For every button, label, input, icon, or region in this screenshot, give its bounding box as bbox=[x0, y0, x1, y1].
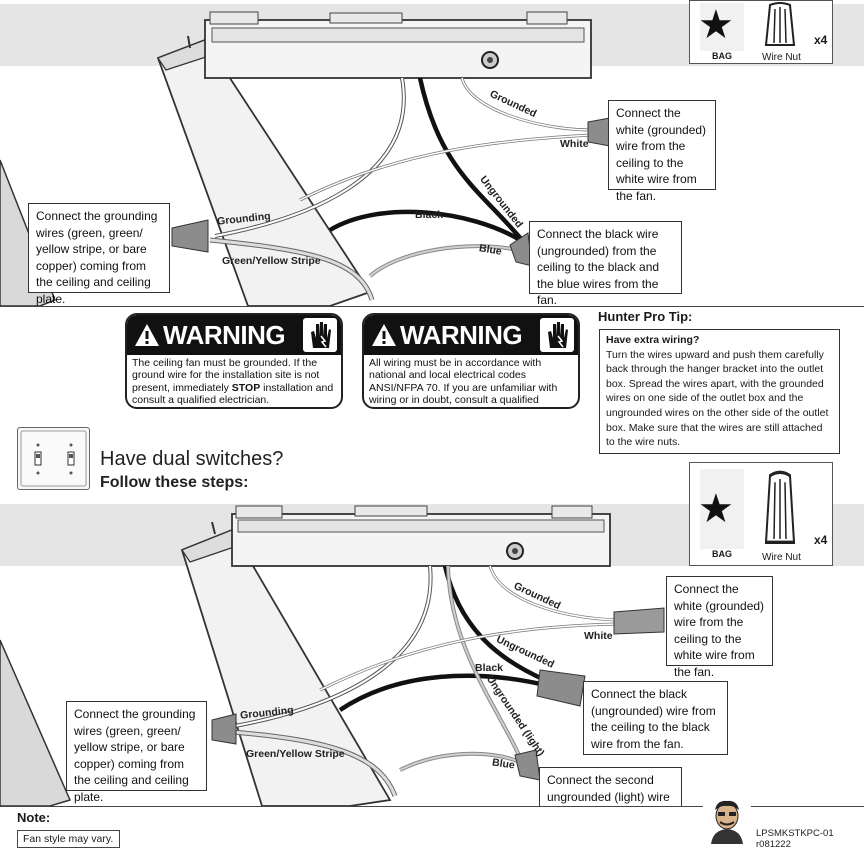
warning-text: All wiring must be in accordance with na… bbox=[369, 357, 558, 407]
warning-triangle-icon bbox=[135, 324, 159, 346]
document-code: LPSMKSTKPC-01 r081222 bbox=[756, 828, 834, 850]
warning-wiring-codes: WARNING All wiring must be in accordance… bbox=[362, 313, 580, 409]
label-white: White bbox=[560, 138, 589, 150]
warning-grounding: WARNING The ceiling fan must be grounded… bbox=[125, 313, 343, 409]
wiring-diagram-single-switch: Grounded White Ungrounded Black Blue Gro… bbox=[0, 0, 864, 307]
callout-black-wire: Connect the black wire (ungrounded) from… bbox=[529, 221, 682, 306]
bag-label: BAG bbox=[712, 51, 732, 61]
label-black: Black bbox=[415, 209, 444, 221]
note-label: Note: bbox=[17, 810, 51, 825]
wiring-diagram-dual-switch: Grounded White Ungrounded Black Unground… bbox=[0, 500, 864, 807]
label-black: Black bbox=[475, 662, 504, 674]
warning-text: The ceiling fan must be grounded. If the… bbox=[132, 357, 334, 406]
note-text: Fan style may vary. bbox=[17, 830, 120, 848]
dual-switch-icon bbox=[17, 427, 90, 490]
label-green-yellow: Green/Yellow Stripe bbox=[246, 748, 345, 760]
hand-shock-icon bbox=[303, 318, 337, 352]
wire-nut-count: x4 bbox=[814, 33, 828, 47]
wire-nut-label: Wire Nut bbox=[762, 552, 801, 563]
hardware-kit: ★ BAG Wire Nut x4 bbox=[689, 0, 833, 64]
bag-graphic bbox=[700, 469, 744, 549]
label-white: White bbox=[584, 630, 613, 642]
warning-triangle-icon bbox=[372, 324, 396, 346]
callout-grounding-wires: Connect the grounding wires (green, gree… bbox=[66, 701, 207, 804]
pro-tip-title: Have extra wiring? bbox=[606, 334, 700, 346]
warning-title: WARNING bbox=[163, 320, 286, 350]
pro-tip-body: Turn the wires upward and push them care… bbox=[606, 348, 829, 449]
callout-white-wire: Connect the white (grounded) wire from t… bbox=[666, 576, 773, 679]
callout-black-wire: Connect the black (ungrounded) wire from… bbox=[583, 681, 728, 755]
callout-light-wire: Connect the second ungrounded (light) wi… bbox=[539, 767, 682, 806]
wiring-illustration bbox=[0, 505, 665, 806]
star-icon: ★ bbox=[698, 3, 734, 47]
dual-switch-subtitle: Follow these steps: bbox=[100, 474, 249, 491]
callout-white-wire: Connect the white (grounded) wire from t… bbox=[608, 100, 716, 203]
pro-tip-heading: Hunter Pro Tip: bbox=[598, 309, 693, 324]
warning-title: WARNING bbox=[400, 320, 523, 350]
hardware-kit-dual: ★ BAG Wire Nut x4 bbox=[689, 462, 833, 566]
wire-nut-label: Wire Nut bbox=[762, 52, 801, 63]
wire-nut-count: x4 bbox=[814, 533, 828, 547]
wiring-illustration bbox=[0, 11, 611, 306]
portrait-icon bbox=[703, 798, 751, 844]
warning-header: WARNING bbox=[127, 315, 341, 355]
wire-nut-icon bbox=[764, 470, 796, 544]
warning-header: WARNING bbox=[364, 315, 578, 355]
hand-shock-icon bbox=[540, 318, 574, 352]
callout-grounding-wires: Connect the grounding wires (green, gree… bbox=[28, 203, 170, 306]
label-green-yellow: Green/Yellow Stripe bbox=[222, 255, 321, 267]
star-icon: ★ bbox=[698, 487, 734, 531]
dual-switch-title: Have dual switches? bbox=[100, 448, 284, 470]
bag-label: BAG bbox=[712, 549, 732, 559]
pro-tip-box: Have extra wiring? Turn the wires upward… bbox=[599, 329, 840, 454]
wire-nut-icon bbox=[764, 2, 796, 46]
bag-graphic bbox=[700, 3, 744, 51]
